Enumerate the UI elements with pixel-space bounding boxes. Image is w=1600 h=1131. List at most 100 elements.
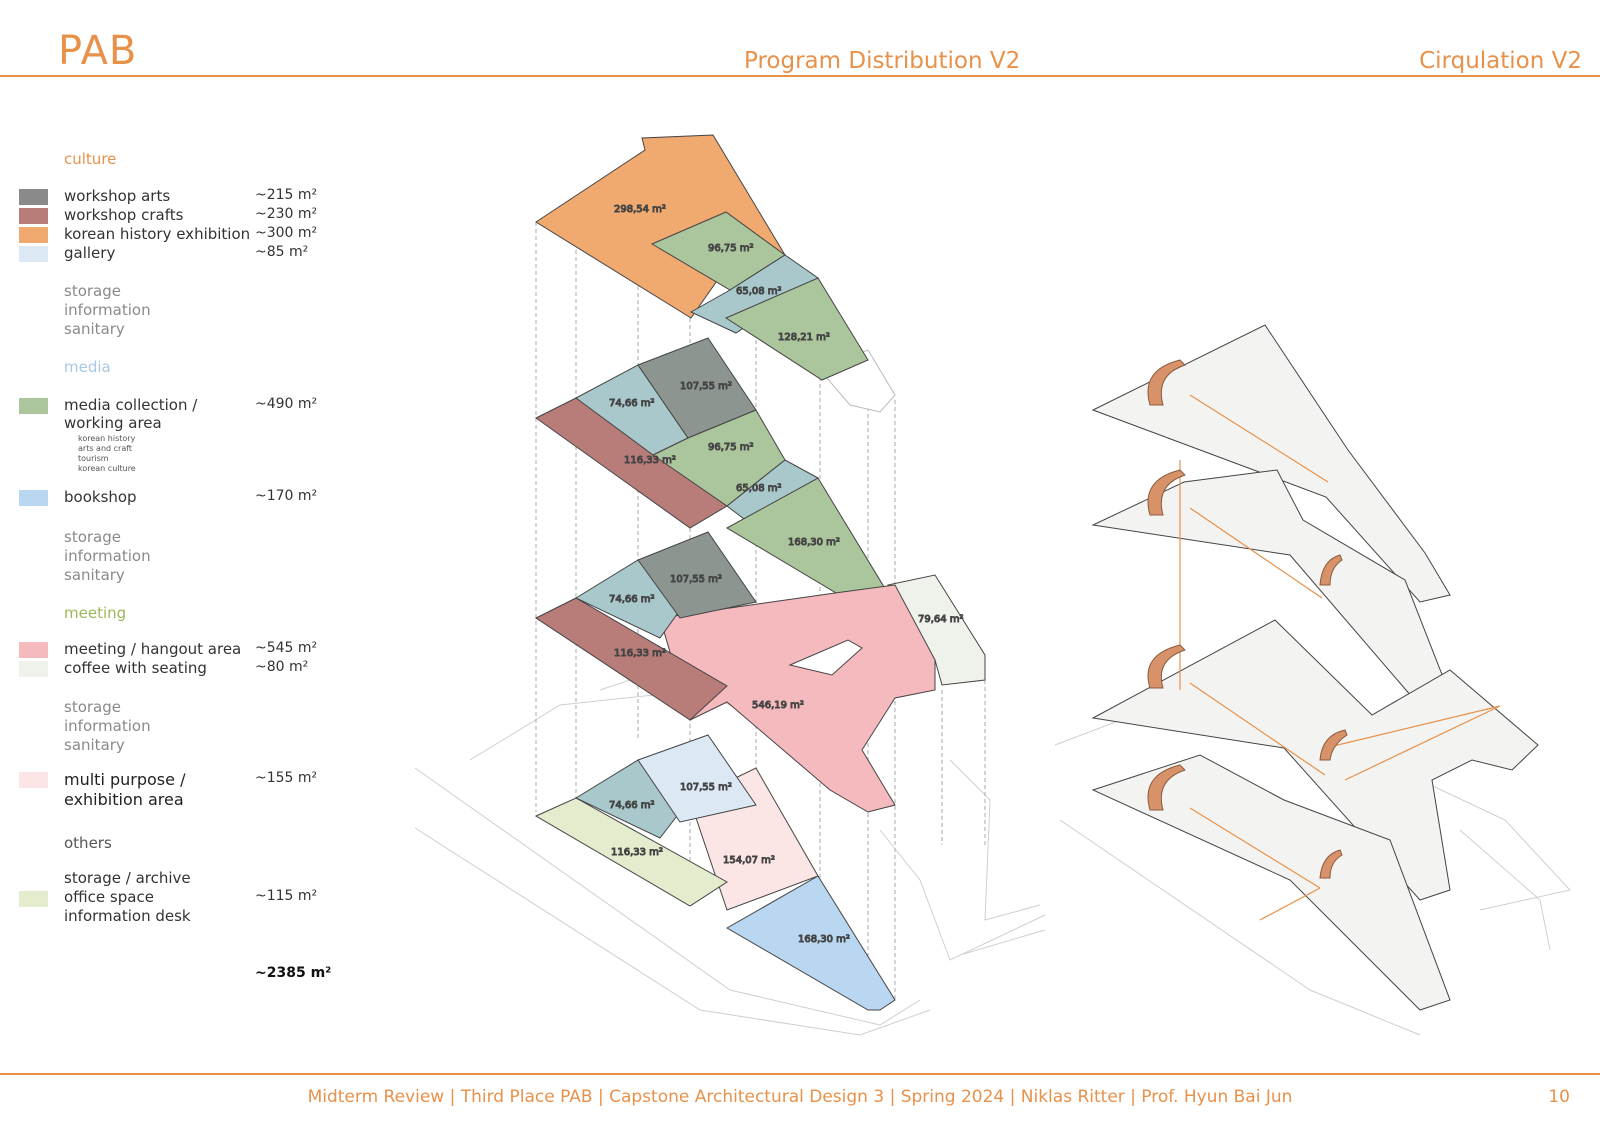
sub-item: korean culture <box>78 464 136 473</box>
legend-area: ~545 m² <box>255 640 318 656</box>
swatch-multi-purpose <box>19 772 48 788</box>
area-label: 74,66 m² <box>609 800 655 811</box>
legend-label: media collection / <box>64 396 198 414</box>
area-label: 116,33 m² <box>614 648 666 659</box>
area-others <box>534 797 728 907</box>
meeting-extras: storage information sanitary <box>64 698 151 755</box>
swatch-others <box>19 891 48 907</box>
stair-icon <box>1147 644 1186 689</box>
page-number: 10 <box>1548 1087 1570 1107</box>
legend-area: ~300 m² <box>255 225 318 241</box>
circulation-title: Cirqulation V2 <box>1419 48 1582 74</box>
legend-area: ~230 m² <box>255 206 318 222</box>
area-dusty-blue <box>689 254 819 334</box>
legend-label: storage / archive <box>64 869 191 887</box>
swatch-korean-history <box>19 227 48 243</box>
floor-level-3: 74,66 m² 107,55 m² 116,33 m² 96,75 m² 65… <box>535 337 896 613</box>
area-meeting <box>659 584 936 813</box>
legend-item-workshop-crafts: workshop crafts ~230 m² <box>0 206 360 226</box>
legend-item-meeting: meeting / hangout area ~545 m² <box>0 640 360 660</box>
stair-icon <box>1319 729 1348 761</box>
legend-area: ~115 m² <box>255 888 318 904</box>
area-label: 79,64 m² <box>918 614 964 625</box>
legend-label: working area <box>64 414 162 432</box>
media-sub-items: korean history arts and craft tourism ko… <box>78 434 136 474</box>
swatch-workshop-arts <box>19 189 48 205</box>
area-label: 65,08 m² <box>736 286 782 297</box>
area-label: 546,19 m² <box>752 700 804 711</box>
legend-area: ~170 m² <box>255 488 318 504</box>
area-label: 116,33 m² <box>624 455 676 466</box>
legend-others-title: others <box>64 834 112 852</box>
legend-area: ~155 m² <box>255 770 318 786</box>
extra-item: sanitary <box>64 736 125 754</box>
legend-label: workshop crafts <box>64 206 184 224</box>
legend-culture-title: culture <box>64 150 117 168</box>
legend-area: ~85 m² <box>255 244 309 260</box>
legend-label: coffee with seating <box>64 659 207 677</box>
area-label: 168,30 m² <box>798 934 850 945</box>
legend-media-title: media <box>64 358 111 376</box>
area-label: 107,55 m² <box>680 782 732 793</box>
circ-floor-1 <box>1091 754 1451 1011</box>
brand-logo: PAB <box>58 28 138 74</box>
legend-label: workshop arts <box>64 187 171 205</box>
legend-label: office space <box>64 888 154 906</box>
swatch-bookshop <box>19 490 48 506</box>
area-label: 128,21 m² <box>778 332 830 343</box>
legend-item-multi-purpose: multi purpose / exhibition area ~155 m² <box>0 770 360 812</box>
legend-label: exhibition area <box>64 790 184 809</box>
area-label: 107,55 m² <box>670 574 722 585</box>
area-label: 65,08 m² <box>736 483 782 494</box>
extra-item: sanitary <box>64 566 125 584</box>
legend-area: ~80 m² <box>255 659 309 675</box>
legend-item-coffee: coffee with seating ~80 m² <box>0 659 360 679</box>
stair-icon <box>1319 849 1343 879</box>
legend-item-korean-history: korean history exhibition ~300 m² <box>0 225 360 245</box>
circ-floor-3 <box>1091 469 1451 719</box>
legend-item-bookshop: bookshop ~170 m² <box>0 488 360 508</box>
extra-item: information <box>64 547 151 565</box>
legend-item-gallery: gallery ~85 m² <box>0 244 360 264</box>
area-workshop-crafts <box>535 597 728 721</box>
stair-icon <box>1147 469 1186 516</box>
legend-area: ~490 m² <box>255 396 318 412</box>
swatch-media-collection <box>19 398 48 414</box>
stair-icon <box>1147 764 1186 811</box>
circulation-paths <box>1179 394 1501 921</box>
void-opening <box>788 639 863 676</box>
stair-icon <box>1147 359 1186 406</box>
program-distribution-title: Program Distribution V2 <box>744 48 1021 74</box>
extra-item: information <box>64 717 151 735</box>
area-media-collection <box>724 277 869 381</box>
extra-item: storage <box>64 528 121 546</box>
culture-extras: storage information sanitary <box>64 282 151 339</box>
area-label: 96,75 m² <box>708 243 754 254</box>
floor-level-1: 74,66 m² 107,55 m² 116,33 m² 154,07 m² 1… <box>534 734 896 1011</box>
circ-floors <box>1091 324 1539 1011</box>
area-label: 168,30 m² <box>788 537 840 548</box>
sub-item: korean history <box>78 434 136 443</box>
legend-meeting-title: meeting <box>64 604 127 622</box>
legend-area: ~215 m² <box>255 187 318 203</box>
legend-item-workshop-arts: workshop arts ~215 m² <box>0 187 360 207</box>
extra-item: information <box>64 301 151 319</box>
staircases <box>1147 359 1348 879</box>
legend-item-others: storage / archive office space informati… <box>0 869 360 929</box>
area-label: 74,66 m² <box>609 594 655 605</box>
total-area: ~2385 m² <box>255 965 332 981</box>
legend-label: gallery <box>64 244 116 262</box>
area-workshop-arts <box>637 531 757 619</box>
floor-level-4: 298,54 m² 96,75 m² 65,08 m² 128,21 m² <box>535 134 896 413</box>
swatch-meeting <box>19 642 48 658</box>
legend-item-media-collection: media collection / working area ~490 m² <box>0 396 360 436</box>
legend-label: korean history exhibition <box>64 225 251 243</box>
area-label: 107,55 m² <box>680 381 732 392</box>
swatch-workshop-crafts <box>19 208 48 224</box>
area-label: 96,75 m² <box>708 442 754 453</box>
legend: culture workshop arts ~215 m² workshop c… <box>0 0 360 1060</box>
footer-rule <box>0 1073 1600 1075</box>
area-bookshop <box>725 875 896 1011</box>
legend-label: bookshop <box>64 488 137 506</box>
